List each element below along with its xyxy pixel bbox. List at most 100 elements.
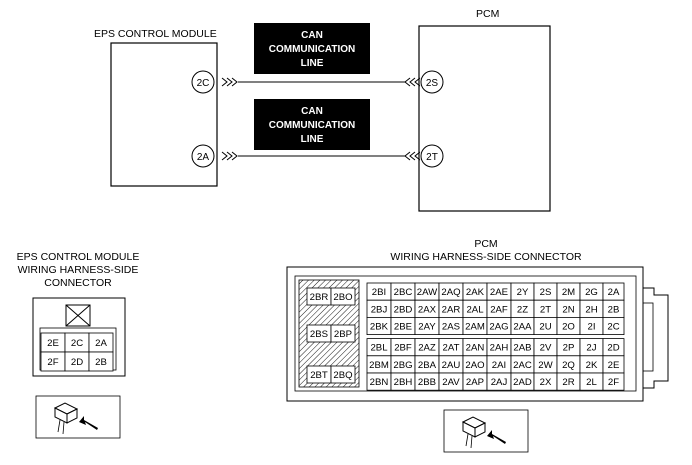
- pcm-pin-cell: 2AD: [510, 372, 535, 391]
- pcm-pin-cell-label: 2Y: [517, 287, 529, 298]
- pcm-connector-view-icon: [443, 409, 529, 453]
- pcm-pin-cell-label: 2AC: [513, 360, 532, 371]
- svg-text:LINE: LINE: [301, 58, 324, 69]
- pcm-pin-cell: 2AZ: [414, 338, 440, 357]
- pcm-pin-cell-label: 2AY: [418, 322, 436, 333]
- pcm-pin-cell: 2Z: [510, 299, 535, 318]
- pcm-pin-cell-label: 2AX: [418, 304, 437, 315]
- eps-module-box: [110, 42, 218, 187]
- pcm-pin-cell: 2AV: [438, 372, 464, 391]
- pcm-pin-cell: 2AI: [486, 355, 512, 374]
- eps-pin-cell-label: 2D: [71, 357, 83, 368]
- pcm-pin-cell-label: 2AI: [492, 360, 506, 371]
- pcm-pin-cell-label: 2E: [608, 360, 620, 371]
- pcm-pin-cell-label: 2AM: [465, 322, 485, 333]
- pcm-pin-cell-label: 2L: [586, 377, 597, 388]
- pcm-left-pin-cell: 2BP: [330, 324, 356, 343]
- svg-text:LINE: LINE: [301, 134, 324, 145]
- pcm-title: PCM: [476, 8, 499, 20]
- pcm-pin-cell: 2L: [579, 372, 604, 391]
- pcm-pin-cell-label: 2BI: [372, 287, 386, 298]
- pcm-pin-cell-label: 2O: [562, 322, 575, 333]
- svg-text:WIRING HARNESS-SIDE CONNECTOR: WIRING HARNESS-SIDE CONNECTOR: [390, 251, 582, 263]
- svg-text:COMMUNICATION: COMMUNICATION: [269, 44, 355, 55]
- pcm-pin-cell-label: 2BA: [418, 360, 437, 371]
- eps-pin-cell: 2F: [40, 351, 66, 372]
- pcm-pin-cell-label: 2G: [585, 287, 598, 298]
- pcm-pin-cell: 2BF: [390, 338, 416, 357]
- pcm-pin-cell: 2BG: [390, 355, 416, 374]
- pcm-pin-cell: 2AY: [414, 316, 440, 335]
- pcm-pin-cell-label: 2AU: [442, 360, 461, 371]
- pcm-pin-cell: 2BH: [390, 372, 416, 391]
- pcm-pin-cell-label: 2AA: [513, 322, 532, 333]
- pcm-pin-cell: 2AX: [414, 299, 440, 318]
- pcm-pin-cell-label: 2J: [586, 343, 596, 354]
- can-wire-bottom: [221, 151, 421, 161]
- pcm-pin-cell: 2AK: [462, 282, 488, 301]
- eps-pin-cell: 2A: [88, 332, 114, 353]
- pcm-pin-cell: 2T: [533, 299, 558, 318]
- pcm-pin-cell: 2BJ: [366, 299, 392, 318]
- pcm-pin-cell: 2D: [602, 338, 625, 357]
- pcm-pin-cell: 2AN: [462, 338, 488, 357]
- pcm-pin-cell-label: 2AW: [417, 287, 438, 298]
- pcm-pin-cell-label: 2K: [586, 360, 598, 371]
- pcm-pin-cell-label: 2AH: [490, 343, 509, 354]
- pcm-pin-cell: 2U: [533, 316, 558, 335]
- pcm-pin-cell: 2BE: [390, 316, 416, 335]
- pcm-pin-cell-label: 2Q: [562, 360, 575, 371]
- pcm-pin-cell-label: 2BD: [394, 304, 413, 315]
- pcm-pin-2s: 2S: [420, 70, 444, 94]
- eps-pin-cell-label: 2A: [95, 338, 107, 349]
- pcm-pin-cell-label: 2AR: [442, 304, 461, 315]
- pcm-pin-cell: 2C: [602, 316, 625, 335]
- pcm-pin-cell-label: 2BM: [369, 360, 389, 371]
- pcm-pin-cell: 2BI: [366, 282, 392, 301]
- pcm-pin-cell-label: 2BN: [370, 377, 389, 388]
- pcm-left-pin-cell-label: 2BO: [333, 292, 352, 303]
- svg-text:2A: 2A: [197, 152, 210, 163]
- pcm-pin-cell: 2AM: [462, 316, 488, 335]
- pcm-pin-cell: 2H: [579, 299, 604, 318]
- pcm-left-pin-cell: 2BS: [306, 324, 332, 343]
- pcm-pin-cell-label: 2AL: [466, 304, 484, 315]
- eps-pin-cell: 2D: [64, 351, 90, 372]
- pcm-left-pin-cell-label: 2BP: [334, 329, 352, 340]
- pcm-pin-cell-label: 2AN: [466, 343, 485, 354]
- pcm-pin-cell-label: 2B: [608, 304, 620, 315]
- eps-pin-cell: 2C: [64, 332, 90, 353]
- pcm-pin-cell-label: 2BF: [394, 343, 412, 354]
- pcm-pin-cell-label: 2BG: [393, 360, 412, 371]
- pcm-pin-cell-label: 2BC: [394, 287, 413, 298]
- pcm-pin-cell: 2I: [579, 316, 604, 335]
- svg-text:CONNECTOR: CONNECTOR: [44, 277, 112, 289]
- pcm-connector-title: PCM WIRING HARNESS-SIDE CONNECTOR: [390, 238, 582, 263]
- pcm-pin-cell: 2Y: [510, 282, 535, 301]
- svg-text:2S: 2S: [426, 78, 439, 89]
- pcm-pin-cell-label: 2BL: [370, 343, 388, 354]
- pcm-pin-cell-label: 2AS: [442, 322, 460, 333]
- pcm-pin-cell: 2Q: [556, 355, 581, 374]
- pcm-pin-cell: 2AH: [486, 338, 512, 357]
- pcm-pin-cell-label: 2AJ: [491, 377, 508, 388]
- pcm-pin-cell: 2AR: [438, 299, 464, 318]
- can-line-label-top: CAN COMMUNICATION LINE: [254, 23, 370, 74]
- eps-connector-title: EPS CONTROL MODULE WIRING HARNESS-SIDE C…: [17, 251, 140, 289]
- pcm-pin-cell: 2AA: [510, 316, 535, 335]
- pcm-pin-cell-label: 2BK: [370, 322, 389, 333]
- pcm-box: [418, 25, 551, 212]
- pcm-pin-cell: 2AW: [414, 282, 440, 301]
- pcm-pin-cell-label: 2C: [607, 322, 619, 333]
- eps-pin-cell-label: 2F: [47, 357, 58, 368]
- pcm-pin-cell: 2BL: [366, 338, 392, 357]
- pcm-pin-cell: 2BM: [366, 355, 392, 374]
- pcm-left-pin-cell: 2BT: [306, 365, 332, 384]
- pcm-pin-cell: 2BK: [366, 316, 392, 335]
- pcm-pin-cell-label: 2S: [540, 287, 552, 298]
- pcm-pin-cell-label: 2N: [562, 304, 574, 315]
- pcm-pin-cell-label: 2AF: [490, 304, 508, 315]
- pcm-pin-cell-label: 2I: [587, 322, 595, 333]
